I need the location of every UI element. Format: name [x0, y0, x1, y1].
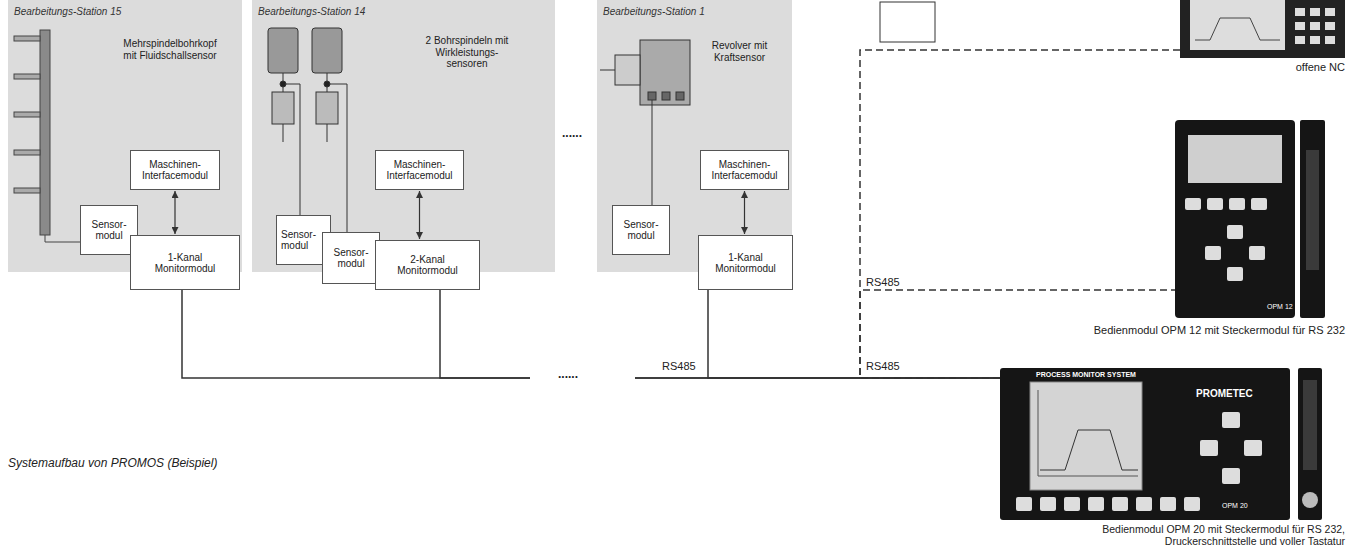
drill-head [14, 30, 80, 242]
interface-module: Maschinen-Interfacemodul [130, 150, 220, 190]
station-panel: Bearbeitungs-Station 14 2 Bohrspindeln mi… [252, 0, 555, 272]
drill-spindles [268, 28, 347, 232]
station-title: Bearbeitungs-Station 14 [258, 6, 365, 18]
opm12-device [1175, 120, 1325, 318]
monitor-module: 1-Kanal Monitormodul [130, 235, 240, 290]
bus-label: RS485 [866, 276, 900, 288]
caption: Systemaufbau von PROMOS (Beispiel) [8, 456, 217, 470]
station-panel [252, 0, 555, 272]
sensor-module: Sensor-modul [322, 232, 380, 284]
bus-label: RS485 [866, 360, 900, 372]
module-label: 1-Kanal Monitormodul [709, 252, 782, 274]
bus-line [182, 290, 1000, 378]
module-label: Sensor-modul [281, 229, 320, 251]
device-label: Bedienmodul OPM 20 mit Steckermodul für … [1015, 523, 1345, 547]
module-label: Sensor-modul [91, 219, 127, 241]
station-title: Bearbeitungs-Station 15 [14, 6, 121, 18]
double-arrow [744, 191, 745, 234]
device-label: PROCESS MONITOR SYSTEM [1030, 371, 1142, 379]
nc-control [1180, 0, 1345, 58]
device-label: OPM 20 [1222, 502, 1248, 510]
nc-control: offene NC [1180, 0, 1345, 58]
device-label: OPM 12 [1267, 303, 1293, 311]
dashed-bus-line [860, 290, 1175, 378]
monitor-module: 1-Kanal Monitormodul [698, 235, 793, 290]
station-panel: Bearbeitungs-Station 1 Revolver mit Kraft… [597, 0, 792, 272]
dashed-bus-line [860, 50, 1180, 378]
module-label: Sensor-modul [333, 247, 369, 269]
sensor-module: Sensor-modul [612, 205, 670, 255]
module-label: Maschinen-Interfacemodul [711, 159, 778, 181]
station-title: Bearbeitungs-Station 1 [603, 6, 705, 18]
monitor-module: 2-Kanal Monitormodul [375, 240, 480, 290]
brand-logo: PROMETEC [1196, 388, 1253, 399]
module-label: Maschinen-Interfacemodul [386, 159, 453, 181]
station-panel [8, 0, 242, 272]
station-panel [597, 0, 792, 272]
device-label: Revolver mit Kraftsensor [697, 40, 782, 63]
double-arrow [174, 191, 175, 234]
bus-label: RS485 [662, 360, 696, 372]
device-label: offene NC [1296, 61, 1345, 74]
device-label: Mehrspindelbohrkopf mit Fluidschallsenso… [120, 38, 220, 61]
interface-module: Maschinen-Interfacemodul [375, 150, 464, 190]
revolver [600, 40, 690, 205]
double-arrow [419, 191, 420, 239]
device-label: 2 Bohrspindeln mit Wirkleistungs-sensore… [417, 35, 517, 70]
continuation-dots: ...... [562, 126, 582, 140]
station-panel: Bearbeitungs-Station 15 Mehrspindelbohrko… [8, 0, 242, 272]
opm20-device [1000, 368, 1322, 520]
interface-module: Maschinen-Interfacemodul [700, 150, 789, 190]
module-label: 1-Kanal Monitormodul [141, 252, 229, 274]
operator-unit: PROCESS MONITOR SYSTEMOPM 20Bedienmodul … [1000, 368, 1322, 520]
module-label: Maschinen-Interfacemodul [141, 159, 209, 181]
continuation-dots: ...... [558, 367, 578, 381]
device-label: Bedienmodul OPM 12 mit Steckermodul für … [1015, 324, 1345, 337]
bus-line [440, 290, 1000, 378]
bus-line [708, 290, 1000, 378]
module-label: Sensor-modul [623, 219, 659, 241]
module-label: 2-Kanal Monitormodul [386, 254, 469, 276]
small-box [880, 2, 935, 42]
operator-unit: OPM 12Bedienmodul OPM 12 mit Steckermodu… [1175, 120, 1327, 318]
